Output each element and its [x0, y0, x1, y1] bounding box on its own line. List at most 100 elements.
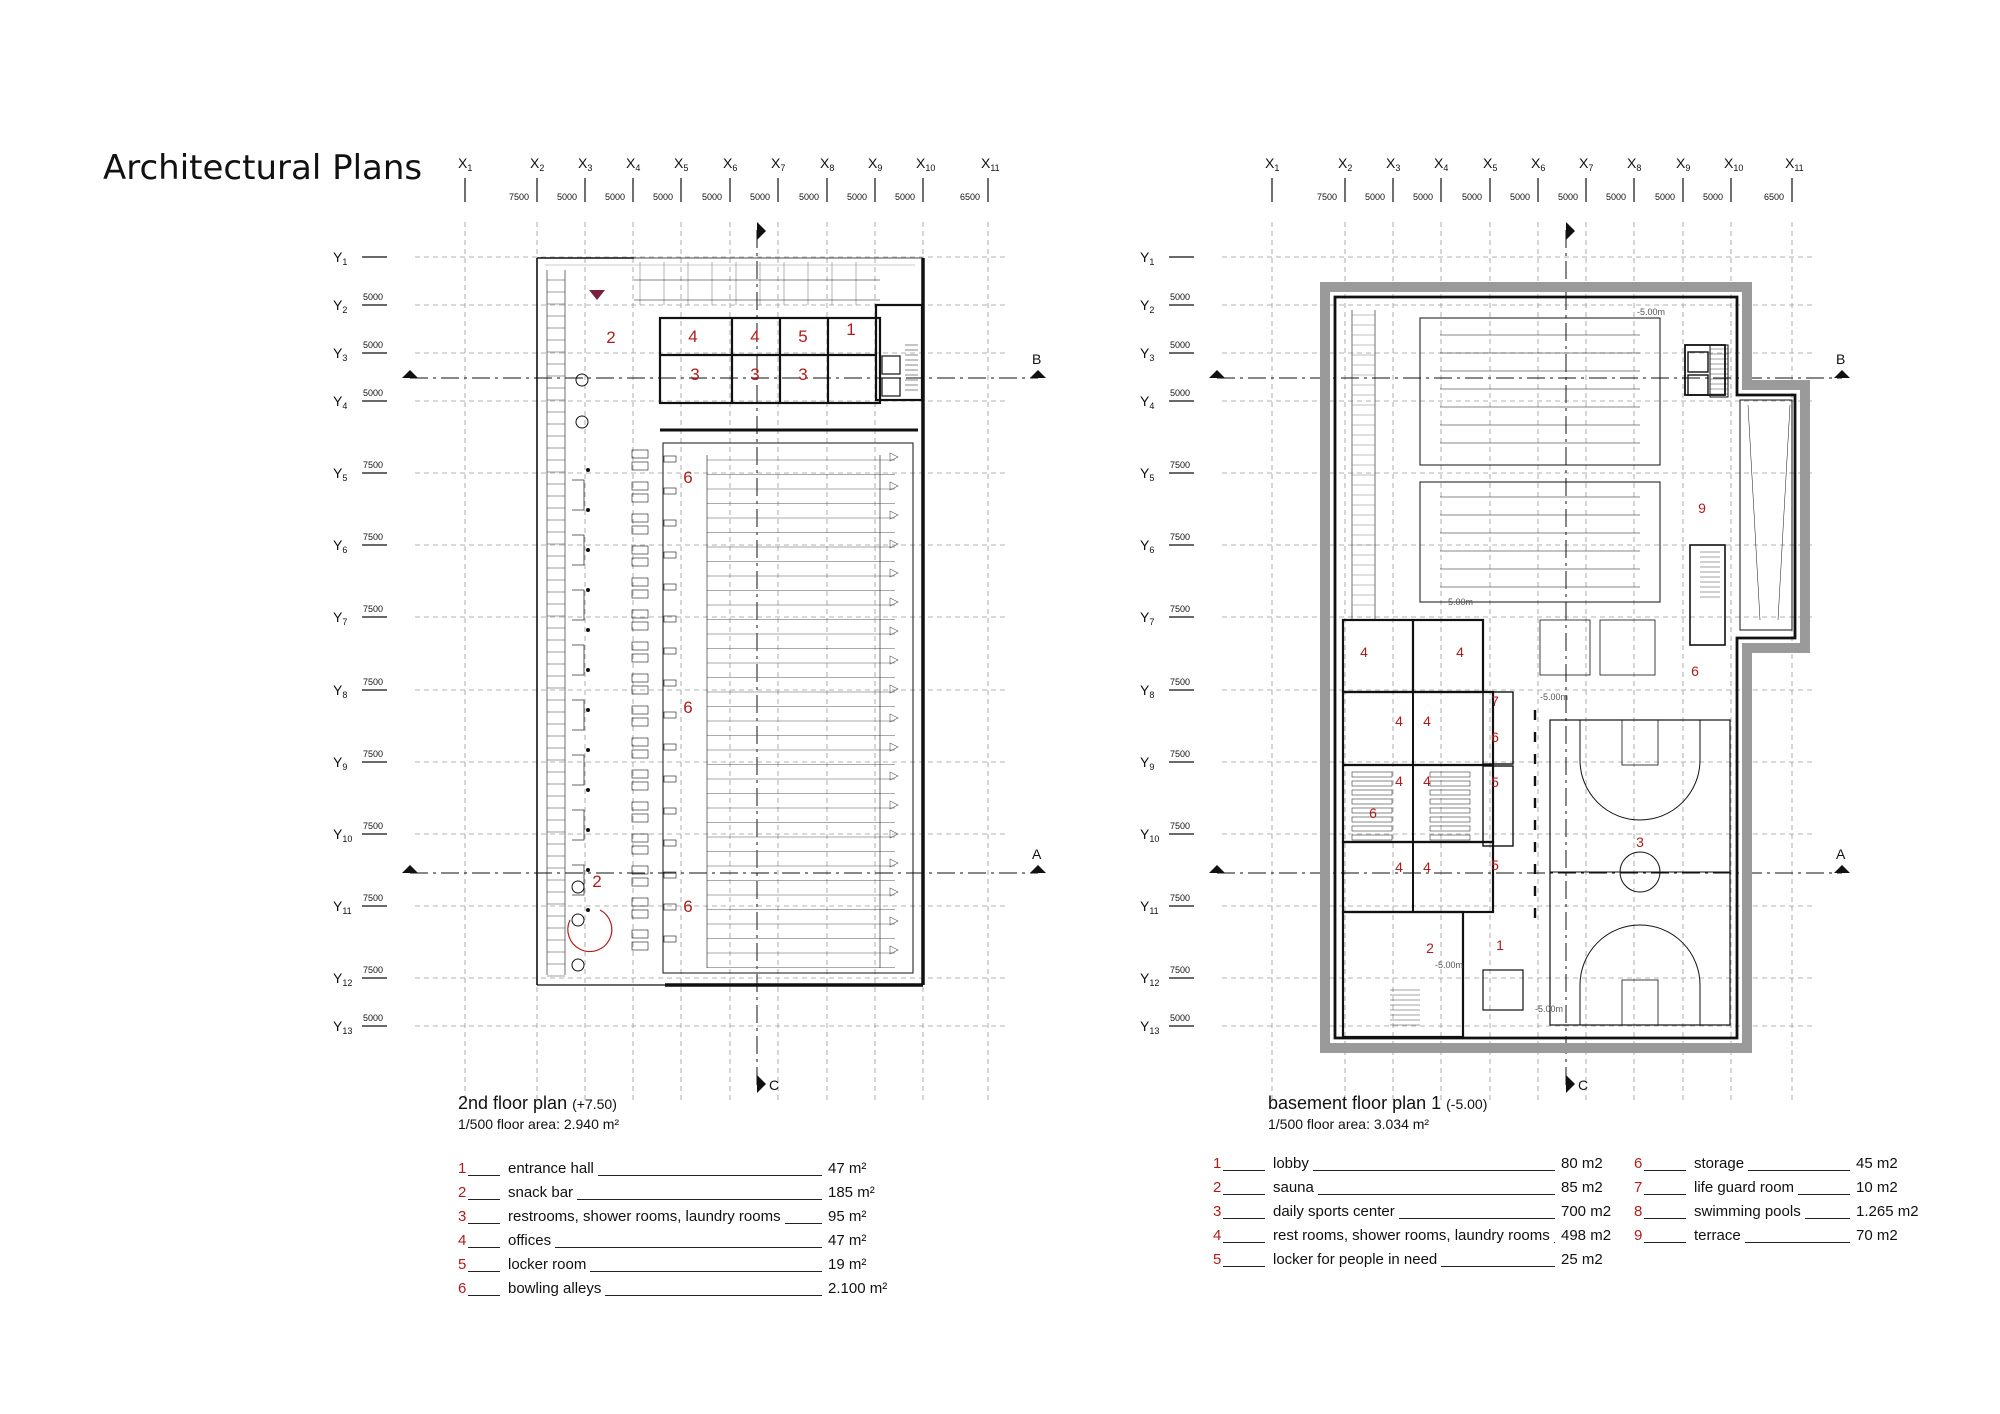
- wall-rect: [663, 711, 677, 719]
- bowling-pin-triangle: [889, 887, 899, 897]
- wall-rect: [631, 589, 649, 599]
- wall-rect: [631, 557, 649, 567]
- legend-number: 6: [458, 1280, 467, 1297]
- wall-rect: [1689, 544, 1726, 646]
- wall-rect: [1429, 816, 1471, 823]
- cafe-table: [575, 373, 589, 387]
- wall-rect: [1341, 840, 1495, 914]
- grid-span-label: 7500: [363, 893, 383, 903]
- legend-room-area: 47 m²: [828, 1160, 867, 1177]
- plan1-scale: 1/500 floor area: 2.940 m²: [458, 1116, 620, 1132]
- legend-room-name: storage: [1694, 1155, 1745, 1172]
- bowling-pin-triangle: [889, 539, 899, 549]
- room-tag: 6: [1491, 729, 1499, 745]
- wall-rect: [663, 839, 677, 847]
- grid-span-label: 7500: [509, 192, 529, 202]
- legend-room-name: restrooms, shower rooms, laundry rooms: [508, 1208, 781, 1225]
- grid-axis-index: 6: [342, 545, 347, 555]
- section-arrow: [1030, 370, 1046, 378]
- grid-axis-label: Y3: [333, 345, 347, 363]
- wall-rect: [631, 493, 649, 503]
- legend-room-name: life guard room: [1694, 1179, 1795, 1196]
- cafe-table: [571, 958, 585, 972]
- room-tag: 4: [750, 327, 759, 346]
- grid-span-label: 7500: [363, 460, 383, 470]
- room-tag: 4: [1423, 859, 1431, 875]
- grid-axis-label: Y2: [1140, 297, 1154, 315]
- grid-axis-label: X10: [1724, 155, 1743, 173]
- grid-axis-index: 2: [342, 305, 347, 315]
- wall-rect: [1351, 807, 1393, 814]
- wall-rect: [631, 609, 649, 619]
- bowling-pin-triangle: [889, 858, 899, 868]
- plan1-caption: 2nd floor plan (+7.50) 1/500 floor area:…: [458, 1093, 619, 1132]
- grid-axis-label: X2: [530, 155, 544, 173]
- grid-axis-label: X6: [1531, 155, 1545, 173]
- wall-rect: [631, 653, 649, 663]
- grid-span-label: 5000: [363, 292, 383, 302]
- grid-axis-index: 7: [1149, 617, 1154, 627]
- wall-rect: [631, 545, 649, 555]
- section-label: A: [1836, 846, 1846, 862]
- grid-axis-label: Y8: [333, 682, 347, 700]
- wall-rect: [658, 316, 882, 405]
- legend-room-area: 19 m²: [828, 1256, 867, 1273]
- section-arrow: [1834, 865, 1850, 873]
- grid-span-label: 5000: [1655, 192, 1675, 202]
- column-dot: [586, 828, 590, 832]
- level-mark: -5.00m: [1540, 692, 1568, 702]
- legend-room-name: locker room: [508, 1256, 587, 1273]
- wall-rect: [631, 845, 649, 855]
- grid-axis-label: X2: [1338, 155, 1352, 173]
- court-circle: [1619, 851, 1661, 893]
- wall-rect: [631, 897, 649, 907]
- grid-span-label: 7500: [363, 532, 383, 542]
- wall-rect: [1482, 691, 1514, 765]
- grid-span-label: 5000: [799, 192, 819, 202]
- wall-rect: [1351, 816, 1393, 823]
- wall-rect: [663, 615, 677, 623]
- column-dot: [586, 508, 590, 512]
- legend-rule: [1223, 1227, 1265, 1243]
- wall-rect: [1351, 825, 1393, 832]
- room-tag: 5: [1491, 857, 1499, 873]
- column-dot: [586, 588, 590, 592]
- legend-rule: [468, 1160, 500, 1176]
- wall-rect: [1351, 789, 1393, 796]
- room-tag: 2: [606, 328, 615, 347]
- wall-rect: [631, 641, 649, 651]
- grid-span-label: 7500: [363, 821, 383, 831]
- legend-room-area: 95 m²: [828, 1208, 867, 1225]
- wall-rect: [631, 781, 649, 791]
- bowling-pin-triangle: [889, 597, 899, 607]
- grid-axis-index: 8: [1149, 690, 1154, 700]
- wall-rect: [631, 673, 649, 683]
- grid-axis-label: Y6: [333, 537, 347, 555]
- room-tag: 4: [1456, 644, 1464, 660]
- legend-number: 6: [1634, 1155, 1643, 1172]
- grid-axis-label: Y9: [1140, 754, 1154, 772]
- grid-axis-index: 3: [587, 163, 592, 173]
- wall-rect: [1599, 619, 1656, 676]
- legend-rule: [590, 1256, 822, 1272]
- legend-room-name: daily sports center: [1273, 1203, 1395, 1220]
- legend-room-area: 700 m2: [1561, 1203, 1612, 1220]
- legend-room-name: terrace: [1694, 1227, 1741, 1244]
- grid-span-label: 6500: [1764, 192, 1784, 202]
- wall-rect: [663, 775, 677, 783]
- legend-room-name: swimming pools: [1694, 1203, 1801, 1220]
- wall-rect: [1709, 344, 1729, 398]
- column-dot: [586, 788, 590, 792]
- grid-span-label: 7500: [1170, 749, 1190, 759]
- grid-axis-index: 5: [342, 473, 347, 483]
- bowling-pin-triangle: [889, 510, 899, 520]
- wall-rect: [881, 355, 901, 375]
- wall-rect: [631, 737, 649, 747]
- grid-axis-index: 12: [342, 978, 352, 988]
- grid-span-label: 5000: [557, 192, 577, 202]
- wall-rect: [1429, 807, 1471, 814]
- bowling-pin-triangle: [889, 568, 899, 578]
- level-mark: -5.00m: [1637, 307, 1665, 317]
